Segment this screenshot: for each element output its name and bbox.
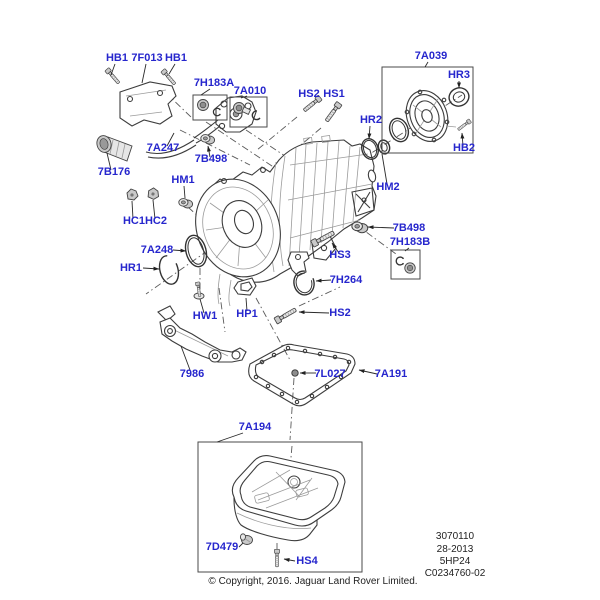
callout-hc2[interactable]: HC2 <box>145 215 167 227</box>
part-hc1-clip <box>126 188 139 201</box>
part-hr3-seal <box>448 87 470 107</box>
callout-7a010[interactable]: 7A010 <box>234 85 266 97</box>
part-7f013-bracket <box>119 81 177 127</box>
callout-hs3[interactable]: HS3 <box>329 249 350 261</box>
callout-7a194[interactable]: 7A194 <box>239 421 272 433</box>
part-hp1-plate <box>233 277 257 296</box>
callout-7h183b[interactable]: 7H183B <box>390 236 430 248</box>
callout-7b498-right[interactable]: 7B498 <box>393 222 425 234</box>
callout-hr1[interactable]: HR1 <box>120 262 142 274</box>
part-extension-cover <box>404 89 457 143</box>
callout-hs2-lower[interactable]: HS2 <box>329 307 350 319</box>
part-7a248-seal <box>184 234 208 268</box>
callout-7986[interactable]: 7986 <box>180 368 204 380</box>
callout-7a248[interactable]: 7A248 <box>141 244 173 256</box>
callout-hs1[interactable]: HS1 <box>323 88 344 100</box>
part-hb2-bolt <box>456 118 472 132</box>
callout-7b176[interactable]: 7B176 <box>98 166 130 178</box>
callout-hb2[interactable]: HB2 <box>453 142 475 154</box>
callout-7b498-top[interactable]: 7B498 <box>195 153 227 165</box>
callout-7a247[interactable]: 7A247 <box>147 142 179 154</box>
part-hm1-grommet <box>178 198 194 209</box>
callout-hm1[interactable]: HM1 <box>171 174 194 186</box>
callout-7f013[interactable]: 7F013 <box>131 52 162 64</box>
part-hs4-bolt <box>274 548 280 568</box>
part-7a247-switch <box>145 95 257 159</box>
callout-hr3[interactable]: HR3 <box>448 69 470 81</box>
drawing-reference: C0234760-02 <box>425 568 486 579</box>
part-hr2-oring <box>361 138 379 160</box>
callout-7h264[interactable]: 7H264 <box>330 274 363 286</box>
part-7l027-magnet <box>291 369 299 377</box>
callout-hb1-right[interactable]: HB1 <box>165 52 187 64</box>
part-hb1-bolt-right <box>160 68 178 87</box>
part-7d479-drain-plug <box>239 533 253 545</box>
part-7a194-oil-pan <box>231 455 346 568</box>
part-7986-bracket <box>157 305 247 363</box>
info-block: 3070110 28-2013 5HP24 C0234760-02 <box>425 531 486 579</box>
group-box-7h183a <box>192 94 228 121</box>
copyright-notice: © Copyright, 2016. Jaguar Land Rover Lim… <box>208 576 417 587</box>
gasket-bolt-holes <box>253 345 352 405</box>
part-7b498-grommet-top <box>200 134 216 145</box>
part-7h264-clamp <box>287 251 315 296</box>
part-hw1-screw <box>193 281 205 300</box>
callout-7h183a[interactable]: 7H183A <box>194 77 234 89</box>
callout-7a039[interactable]: 7A039 <box>415 50 447 62</box>
diagram-number: 3070110 <box>436 531 475 542</box>
transmission-code: 5HP24 <box>440 556 471 567</box>
part-7a191-gasket <box>248 343 356 407</box>
callout-hb1-left[interactable]: HB1 <box>106 52 128 64</box>
part-7b498-grommet-right <box>351 221 369 234</box>
group-box-7a194 <box>197 441 363 573</box>
callout-hc1[interactable]: HC1 <box>123 215 145 227</box>
callout-hs2-top[interactable]: HS2 <box>298 88 319 100</box>
group-box-7a010 <box>229 96 268 128</box>
oil-pan-interior <box>251 469 319 509</box>
part-7b176-connector <box>96 135 133 162</box>
part-hr1-snap-ring <box>158 255 180 285</box>
part-hc2-clip <box>147 187 160 200</box>
group-box-7h183b <box>390 249 421 280</box>
callout-labels: HB1 7F013 HB1 7H183A 7A010 HS2 HS1 7A039… <box>98 50 475 567</box>
transmission-main-case <box>195 135 377 307</box>
leader-lines <box>106 61 465 562</box>
callout-hs4[interactable]: HS4 <box>296 555 318 567</box>
diagram-date: 28-2013 <box>437 544 474 555</box>
part-hs2-bolt-lower <box>273 306 298 325</box>
callout-hm2[interactable]: HM2 <box>376 181 399 193</box>
part-hs1-bolt <box>323 100 343 124</box>
callout-hp1[interactable]: HP1 <box>236 308 257 320</box>
group-box-7a039 <box>381 66 474 154</box>
callout-7d479[interactable]: 7D479 <box>206 541 238 553</box>
callout-hr2[interactable]: HR2 <box>360 114 382 126</box>
callout-hw1[interactable]: HW1 <box>193 310 217 322</box>
callout-7l027[interactable]: 7L027 <box>314 368 345 380</box>
callout-7a191[interactable]: 7A191 <box>375 368 407 380</box>
